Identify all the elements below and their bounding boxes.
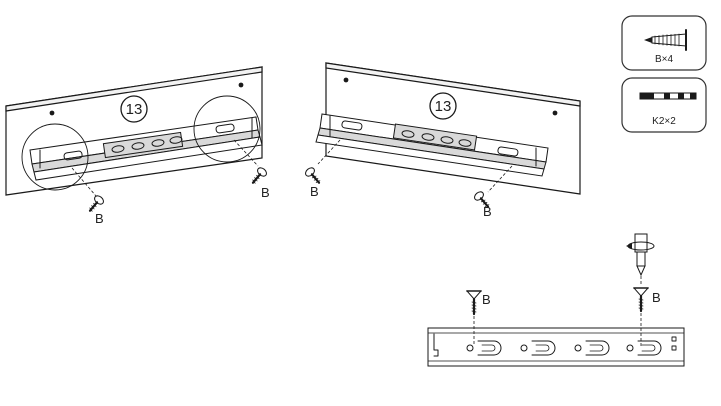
rail-slot: [574, 340, 610, 356]
left-slide-rail: [29, 116, 263, 181]
rail-slot: [626, 340, 662, 356]
parts-card-screw: B×4: [621, 15, 707, 71]
right-board-edge: [325, 62, 581, 107]
right-panel-assembly: 13: [315, 62, 581, 195]
screw-icon: [465, 290, 483, 346]
screw-label: B: [261, 185, 270, 200]
parts-card-dowel: K2×2: [621, 77, 707, 133]
screw-b-icon: [644, 29, 687, 51]
rail-slot: [520, 340, 556, 356]
left-board-hole: [49, 110, 55, 116]
left-board-hole: [238, 82, 244, 88]
rail-detail: [427, 327, 685, 367]
right-board-hole: [343, 77, 349, 83]
right-board-hole: [552, 110, 558, 116]
screw-label: B: [310, 184, 319, 199]
right-slide-rail: [315, 113, 549, 177]
left-panel-assembly: 13: [5, 66, 263, 197]
right-detail-circle: [193, 95, 261, 163]
left-step-badge: 13: [120, 95, 148, 123]
screw-label: B: [652, 290, 661, 305]
screw-icon: [88, 195, 104, 212]
screw-label: B: [483, 204, 492, 219]
right-step-badge: 13: [429, 92, 457, 120]
screw-icon: [474, 191, 490, 208]
left-board-edge: [5, 66, 263, 112]
screwdriver-icon: [626, 233, 655, 286]
parts-caption: K2×2: [652, 116, 676, 127]
right-step-number: 13: [435, 98, 452, 115]
screw-label: B: [482, 292, 491, 307]
screw-icon: [251, 167, 267, 184]
left-detail-circle: [21, 123, 89, 191]
screw-icon: [305, 167, 321, 184]
rail-slot: [466, 340, 502, 356]
screw-icon: [632, 287, 650, 346]
parts-caption: B×4: [655, 54, 674, 65]
left-step-number: 13: [126, 101, 143, 118]
dowel-k2-icon: [639, 92, 697, 100]
screw-label: B: [95, 211, 104, 226]
